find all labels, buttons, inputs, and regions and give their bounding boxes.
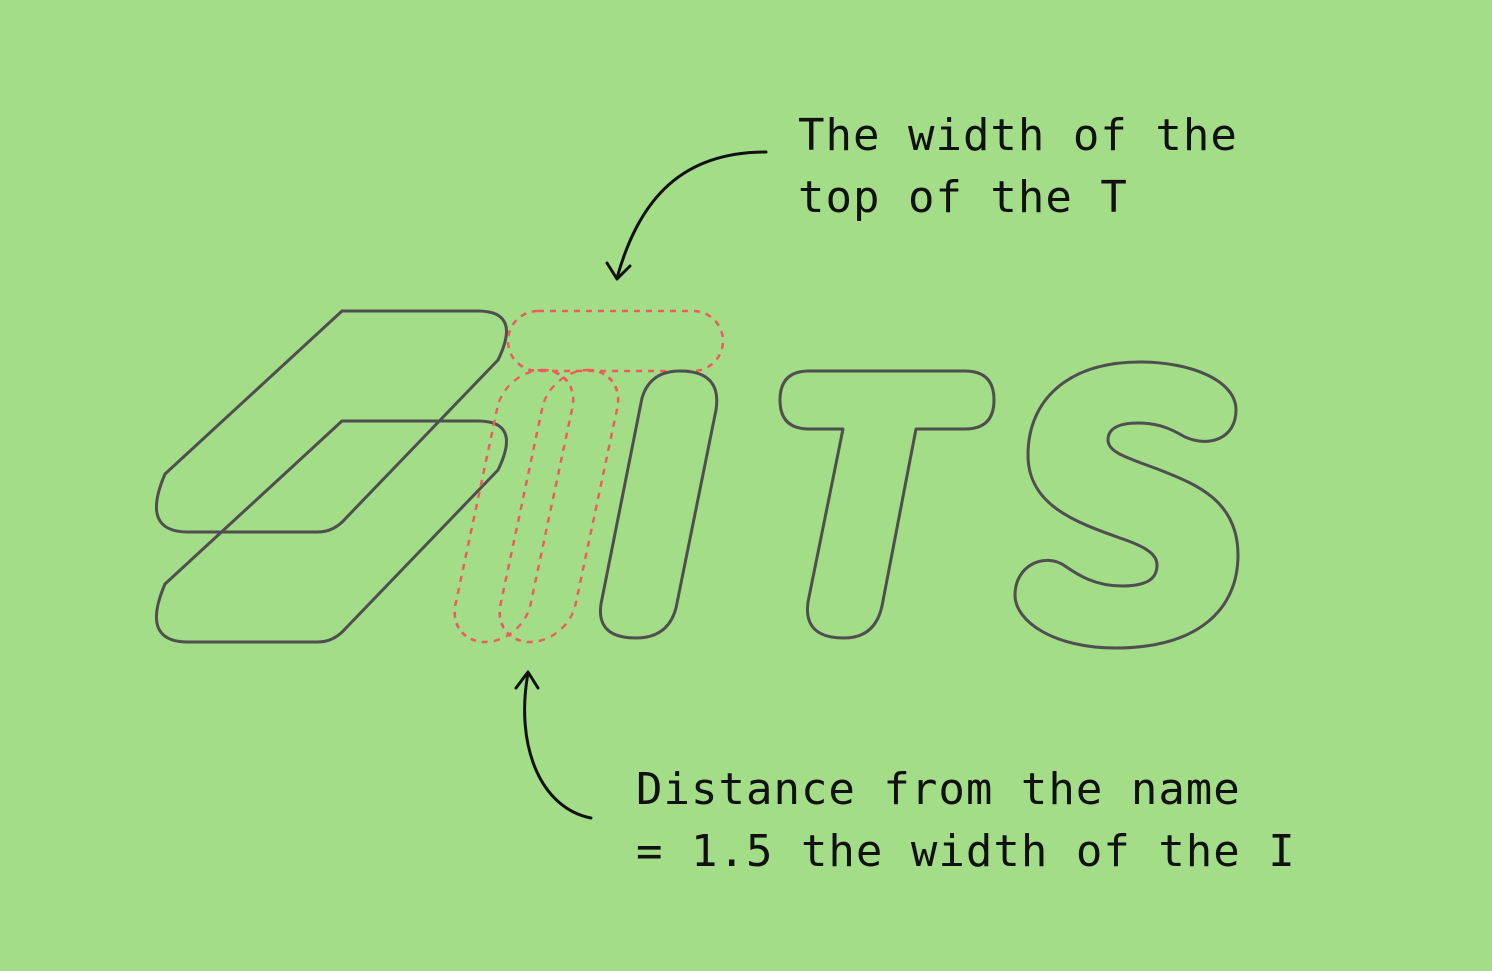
bottom-annotation: Distance from the name = 1.5 the width o…	[636, 759, 1296, 883]
letter-i-outline	[598, 369, 719, 640]
top-arrow-head	[605, 261, 632, 281]
letter-i	[598, 369, 719, 640]
bottom-arrow	[514, 670, 593, 820]
top-annotation: The width of the top of the T	[798, 105, 1238, 229]
top-annotation-line1: The width of the	[798, 110, 1238, 161]
bottom-annotation-line2: = 1.5 the width of the I	[636, 826, 1296, 877]
bottom-annotation-line1: Distance from the name	[636, 764, 1241, 815]
construction-guides	[453, 309, 725, 644]
logo-mark	[155, 309, 508, 644]
logo-mark-lower-shape	[155, 419, 508, 644]
i-width-guide-2	[498, 368, 620, 644]
logo-mark-upper-shape	[155, 309, 508, 534]
letter-s	[1013, 360, 1240, 650]
bottom-arrow-curve	[523, 671, 593, 820]
top-annotation-line2: top of the T	[798, 172, 1128, 223]
top-arrow	[605, 150, 768, 281]
top-arrow-curve	[615, 150, 768, 280]
i-width-guide-1	[453, 368, 575, 644]
letter-t-outline	[778, 369, 996, 640]
letter-t	[778, 369, 996, 640]
bottom-arrow-head	[514, 670, 540, 690]
letter-s-outline	[1013, 360, 1240, 650]
t-top-width-guide	[506, 309, 725, 373]
